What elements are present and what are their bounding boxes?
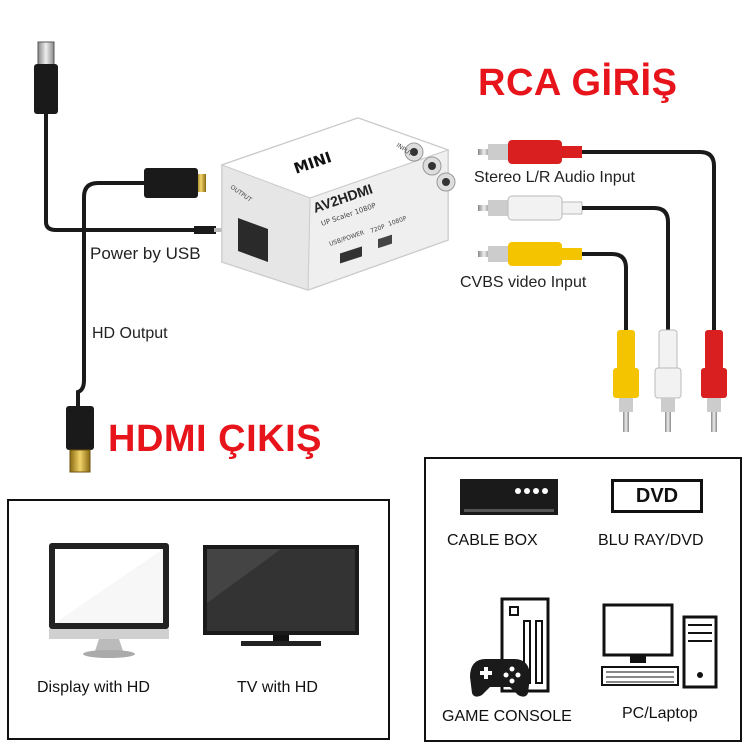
stereo-audio-label: Stereo L/R Audio Input <box>474 169 635 186</box>
bluray-label: BLU RAY/DVD <box>598 532 704 549</box>
game-console-icon <box>470 597 550 697</box>
usb-cable <box>34 41 222 234</box>
game-console-label: GAME CONSOLE <box>442 708 572 725</box>
monitor-icon <box>49 543 169 658</box>
dvd-logo-icon: DVD <box>611 479 703 513</box>
cable-box-label: CABLE BOX <box>447 532 538 549</box>
rca-cables <box>478 140 727 432</box>
input-sources-panel: CABLE BOX DVD BLU RAY/DVD GAME CONSOLE P… <box>424 457 742 742</box>
cable-box-icon <box>460 479 558 515</box>
pc-label: PC/Laptop <box>622 705 698 722</box>
hd-output-label: HD Output <box>92 325 168 342</box>
dvd-logo-text: DVD <box>635 484 679 507</box>
power-usb-label: Power by USB <box>90 244 201 263</box>
rca-input-title: RCA GİRİŞ <box>478 62 678 104</box>
tv-icon <box>203 545 359 646</box>
res-720-text: 720P <box>369 223 386 235</box>
cvbs-video-label: CVBS video Input <box>460 274 587 291</box>
hdmi-output-title: HDMI ÇIKIŞ <box>108 418 322 460</box>
display-label: Display with HD <box>37 679 150 696</box>
pc-icon <box>601 603 718 689</box>
av2hdmi-adapter <box>220 117 456 291</box>
hdmi-cable <box>66 168 206 473</box>
output-devices-panel: Display with HD TV with HD <box>7 499 390 740</box>
tv-label: TV with HD <box>237 679 318 696</box>
